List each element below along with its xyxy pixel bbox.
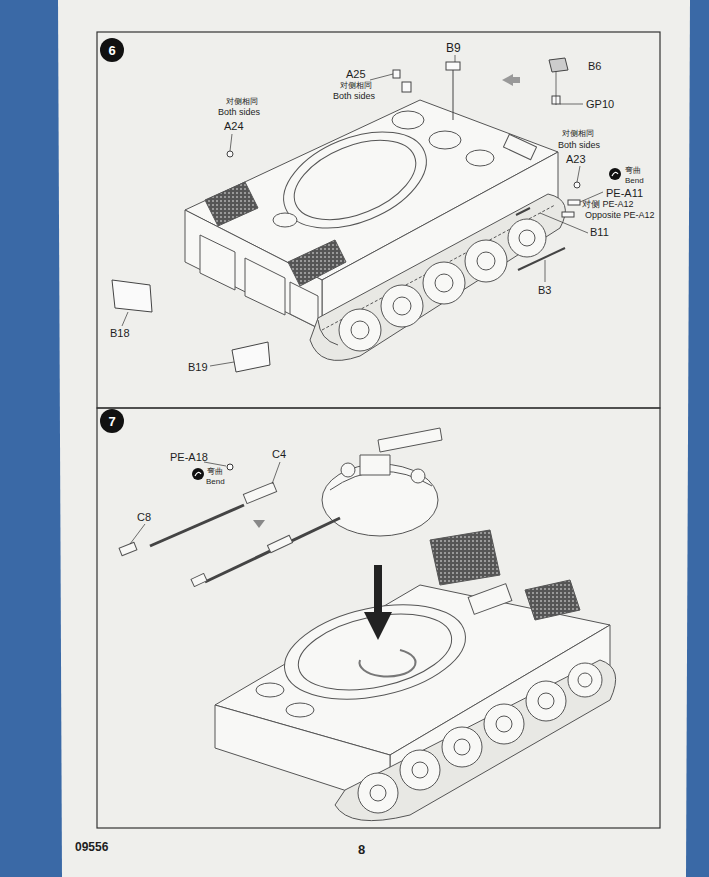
- part-label: B19: [188, 361, 208, 373]
- part-label: Both sides: [558, 141, 600, 151]
- part-label: Opposite PE-A12: [585, 211, 655, 221]
- part-label: B18: [110, 327, 130, 339]
- part-label: C8: [137, 511, 151, 523]
- part-label: Both sides: [333, 92, 375, 102]
- part-label: Both sides: [218, 108, 260, 118]
- step-number-text: 6: [108, 43, 115, 58]
- part-label: A23: [566, 153, 586, 165]
- step-number: 7: [100, 409, 124, 433]
- part-label: PE-A11: [606, 187, 643, 199]
- part-label: 对侧相同: [226, 98, 258, 107]
- page-footer: 09556: [75, 841, 108, 854]
- page-footer: 8: [358, 843, 365, 857]
- part-label: Bend: [206, 478, 225, 487]
- part-label: A24: [224, 120, 244, 132]
- part-label: GP10: [586, 98, 614, 110]
- part-label: Bend: [625, 177, 644, 186]
- part-label: B3: [538, 284, 551, 296]
- part-label: 对侧 PE-A12: [582, 200, 634, 210]
- part-label: 对侧相同: [562, 130, 594, 139]
- part-label: 对侧相同: [340, 82, 372, 91]
- step-number: 6: [100, 38, 124, 62]
- part-label: B6: [588, 60, 601, 72]
- part-label: PE-A18: [170, 451, 208, 463]
- part-label: 弯曲: [207, 468, 223, 477]
- part-label: A25: [346, 68, 366, 80]
- part-label: B11: [590, 226, 609, 238]
- part-label: C4: [272, 448, 286, 460]
- step-number-text: 7: [108, 414, 115, 429]
- part-label: B9: [446, 42, 461, 55]
- part-label: 弯曲: [625, 167, 641, 176]
